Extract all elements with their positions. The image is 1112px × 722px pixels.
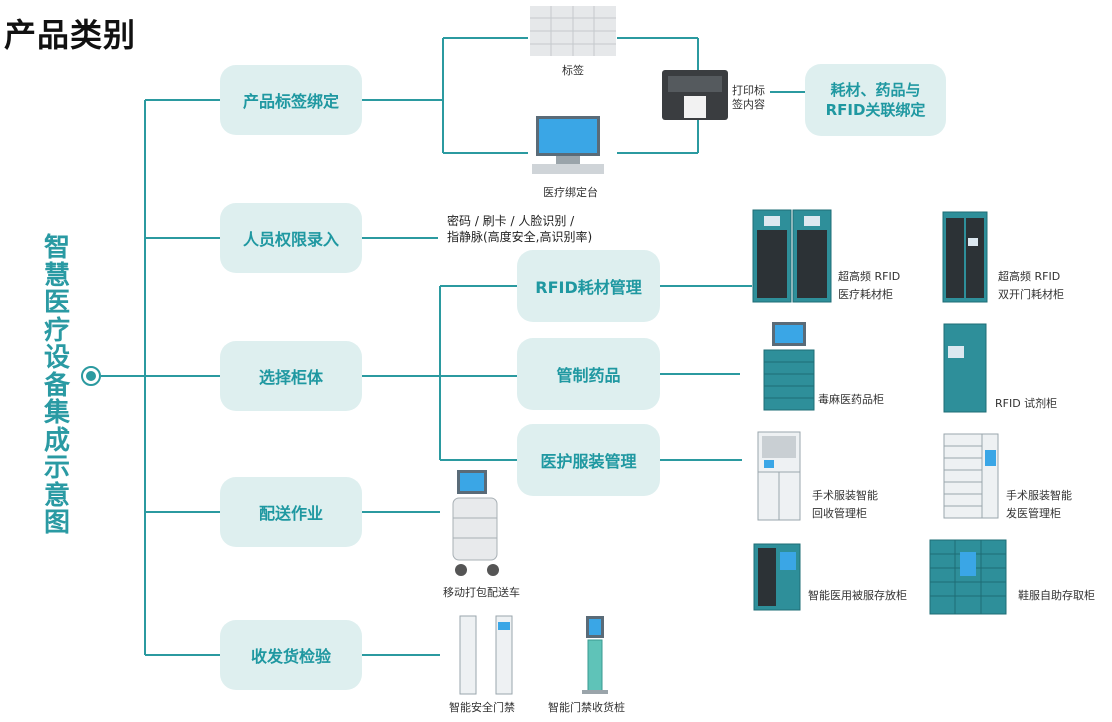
printer-label-line1: 打印标	[732, 84, 765, 97]
rfid-cabinet2-line1: 超高频 RFID	[998, 270, 1061, 283]
narcotic-drug-cabinet-label: 毒麻医药品柜	[818, 393, 884, 406]
rfid-double-door-cabinet-label: 超高频 RFID 双开门耗材柜	[998, 268, 1064, 304]
gown-dispense-line1: 手术服装智能	[1006, 489, 1072, 502]
result-binding-box: 耗材、药品与 RFID关联绑定	[805, 64, 946, 136]
printer-label: 打印标 签内容	[732, 84, 765, 112]
delivery-cart-label: 移动打包配送车	[443, 586, 520, 599]
category-select-cabinet: 选择柜体	[220, 341, 362, 411]
rfid-consumables-cabinet-label: 超高频 RFID 医疗耗材柜	[838, 268, 900, 304]
category-receiving-inspection: 收发货检验	[220, 620, 362, 690]
gown-return-cabinet-label: 手术服装智能 回收管理柜	[812, 487, 878, 523]
rfid-cabinet1-line1: 超高频 RFID	[838, 270, 901, 283]
category-personnel-auth: 人员权限录入	[220, 203, 362, 273]
rfid-reagent-cabinet-image	[942, 322, 988, 414]
gown-dispense-cabinet-label: 手术服装智能 发医管理柜	[1006, 487, 1072, 523]
gate-receiver-post-image	[578, 612, 612, 696]
gown-return-cabinet-image	[756, 430, 802, 522]
label-printer-image	[660, 66, 730, 124]
rfid-reagent-cabinet-label: RFID 试剂柜	[995, 397, 1058, 410]
result-line1: 耗材、药品与	[830, 81, 921, 99]
gown-dispense-line2: 发医管理柜	[1006, 507, 1061, 520]
auth-methods-line1: 密码 / 刷卡 / 人脸识别 /	[447, 214, 575, 228]
subcategory-medical-garments: 医护服装管理	[517, 424, 660, 496]
result-line2: RFID关联绑定	[825, 101, 926, 119]
category-label-binding: 产品标签绑定	[220, 65, 362, 135]
rfid-tag-image	[530, 6, 616, 56]
security-gate-label: 智能安全门禁	[449, 701, 515, 714]
shoe-garment-cabinet-label: 鞋服自助存取柜	[1018, 589, 1095, 602]
category-delivery: 配送作业	[220, 477, 362, 547]
binding-station-label: 医疗绑定台	[543, 186, 598, 199]
gown-return-line2: 回收管理柜	[812, 507, 867, 520]
page-title: 产品类别	[4, 16, 137, 54]
printer-label-line2: 签内容	[732, 98, 765, 111]
subcategory-rfid-consumables: RFID耗材管理	[517, 250, 660, 322]
auth-methods: 密码 / 刷卡 / 人脸识别 / 指静脉(高度安全,高识别率)	[447, 213, 592, 245]
bedding-storage-cabinet-image	[752, 542, 802, 612]
auth-methods-line2: 指静脉(高度安全,高识别率)	[447, 230, 593, 244]
rfid-cabinet2-line2: 双开门耗材柜	[998, 288, 1064, 301]
tag-label: 标签	[562, 64, 584, 77]
diagram-vertical-title: 智慧医疗设备集成示意图	[43, 233, 70, 538]
subcategory-controlled-drugs: 管制药品	[517, 338, 660, 410]
rfid-cabinet1-line2: 医疗耗材柜	[838, 288, 893, 301]
shoe-garment-cabinet-image	[928, 538, 1008, 616]
narcotic-drug-cabinet-image	[762, 320, 816, 412]
binding-station-image	[528, 112, 608, 176]
bedding-storage-cabinet-label: 智能医用被服存放柜	[808, 589, 907, 602]
rfid-consumables-cabinet-image	[752, 208, 832, 304]
rfid-double-door-cabinet-image	[942, 210, 988, 304]
security-gate-image	[456, 612, 518, 696]
gown-dispense-cabinet-image	[942, 432, 1000, 520]
gown-return-line1: 手术服装智能	[812, 489, 878, 502]
gate-receiver-post-label: 智能门禁收货桩	[548, 701, 625, 714]
delivery-cart-image	[443, 468, 513, 580]
